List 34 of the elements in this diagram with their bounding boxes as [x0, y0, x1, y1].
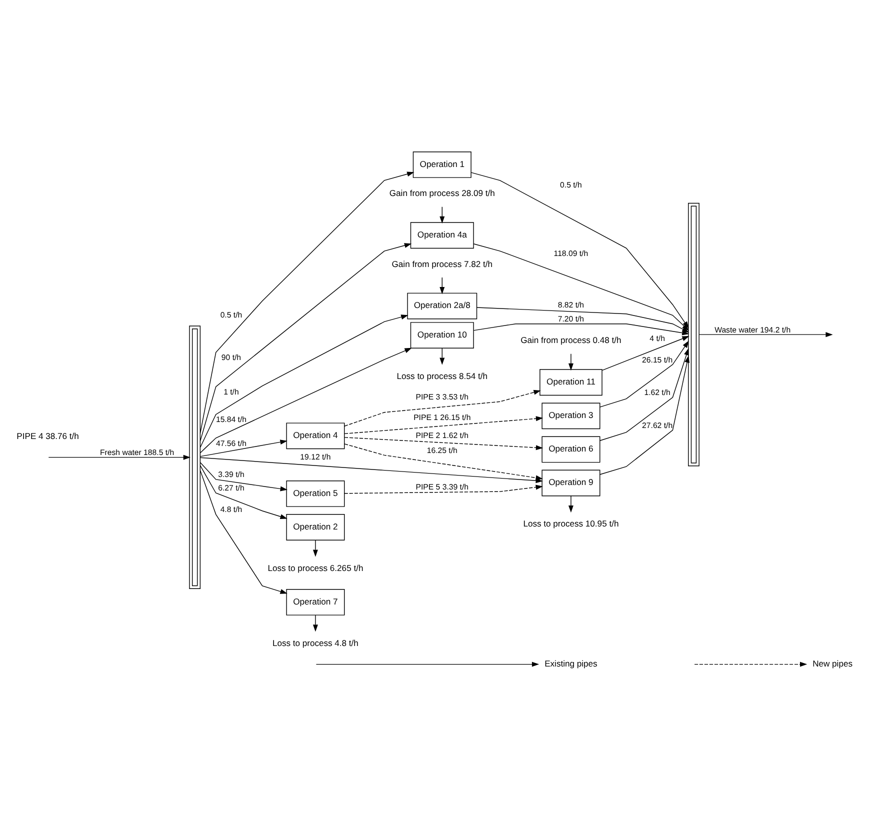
edge-label: PIPE 3 3.53 t/h	[416, 392, 469, 402]
node-text: Gain from process 7.82 t/h	[392, 258, 492, 269]
edge-label: 1 t/h	[224, 387, 239, 396]
edge-label: 0.5 t/h	[560, 180, 582, 190]
edge-label: 4.8 t/h	[220, 505, 242, 514]
edge-label: 6.27 t/h	[218, 484, 244, 493]
edge-label: 19.12 t/h	[300, 452, 331, 462]
legend-label: Existing pipes	[544, 658, 598, 669]
edge-label: 4 t/h	[650, 334, 665, 343]
node-text: Loss to process 6.265 t/h	[268, 562, 364, 573]
edge-label: 90 t/h	[221, 353, 242, 362]
edge-label: PIPE 5 3.39 t/h	[416, 482, 469, 492]
legend-label: New pipes	[812, 658, 852, 669]
edge-label: PIPE 1 26.15 t/h	[414, 413, 471, 422]
edge-label: 27.62 t/h	[642, 420, 673, 430]
edge-label: 47.56 t/h	[216, 438, 246, 448]
edge-label: 26.15 t/h	[642, 355, 673, 364]
edge-label: 8.82 t/h	[558, 300, 584, 310]
edge-label: 1.62 t/h	[644, 388, 670, 398]
node-text: Loss to process 4.8 t/h	[272, 638, 358, 648]
node-text: Loss to process 10.95 t/h	[523, 518, 619, 529]
node-text: Gain from process 28.09 t/h	[389, 188, 495, 198]
edge-label: 0.5 t/h	[220, 310, 242, 320]
node-text: Loss to process 8.54 t/h	[396, 370, 488, 381]
node-text: Gain from process 0.48 t/h	[520, 335, 622, 346]
edge-label: 118.09 t/h	[554, 248, 588, 258]
label: PIPE 4 38.76 t/h	[16, 430, 79, 441]
edge-label: Waste water 194.2 t/h	[714, 325, 791, 334]
edge-label: Fresh water 188.5 t/h	[100, 448, 174, 458]
edge-label: 15.84 t/h	[216, 415, 246, 424]
edge-label: 16.25 t/h	[426, 446, 458, 455]
edge-label: 3.39 t/h	[218, 470, 244, 480]
edge-label: 7.20 t/h	[558, 314, 584, 324]
edge-label: PIPE 2 1.62 t/h	[416, 430, 469, 440]
